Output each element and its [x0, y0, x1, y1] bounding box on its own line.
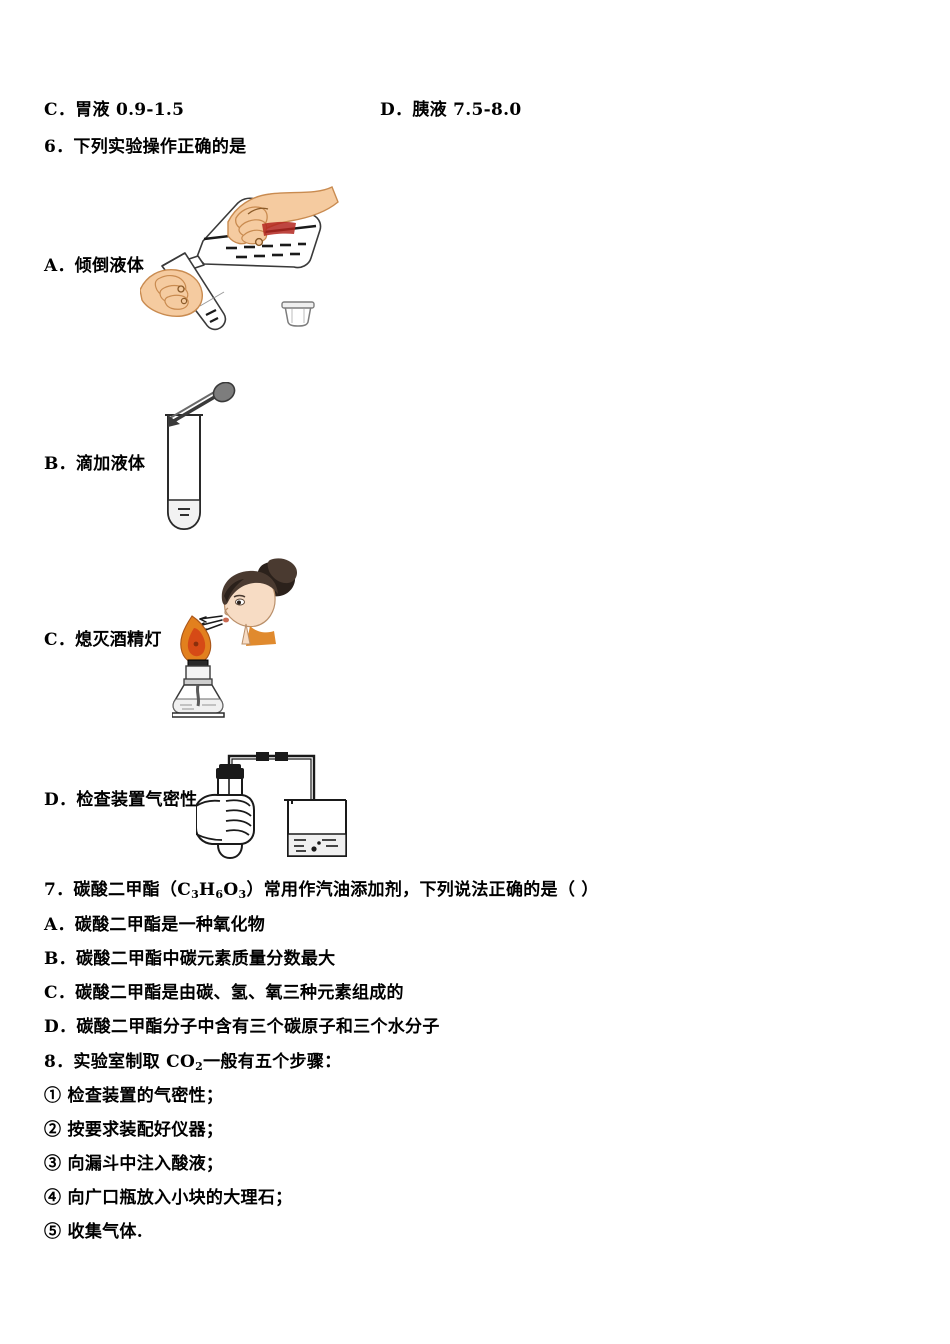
- question6-stem: 6．下列实验操作正确的是: [44, 137, 247, 157]
- alcohol-lamp-figure: [172, 558, 298, 718]
- question8-stem: 8．实验室制取 CO2一般有五个步骤：: [44, 1052, 341, 1073]
- test-tube: [165, 414, 203, 531]
- airtightness-figure: [196, 752, 347, 860]
- q7-option-a-text: 碳酸二甲酯是一种氧化物: [74, 915, 266, 935]
- question7-option-c: C．碳酸二甲酯是由碳、氢、氧三种元素组成的: [44, 983, 404, 1003]
- pouring-liquid-figure: [140, 186, 339, 331]
- question5-option-d: D．胰液 7.5-8.0: [380, 100, 521, 120]
- beaker: [284, 799, 347, 857]
- option-a-text: 倾倒液体: [74, 256, 144, 276]
- question8-step-4: ④ 向广口瓶放入小块的大理石；: [44, 1188, 293, 1208]
- q7-sub-1: 3: [191, 888, 200, 901]
- q7-option-d-text: 碳酸二甲酯分子中含有三个碳原子和三个水分子: [76, 1017, 440, 1037]
- q7-mid-1: H: [199, 880, 216, 900]
- question8-step-1: ① 检查装置的气密性；: [44, 1086, 224, 1106]
- q7-option-d-label: D．: [44, 1017, 77, 1037]
- q7-option-b-label: B．: [44, 949, 76, 969]
- lower-hand: [140, 269, 203, 317]
- question8-step-2: ② 按要求装配好仪器；: [44, 1120, 224, 1140]
- option-b-text: 滴加液体: [75, 454, 146, 474]
- question6-option-d: D．检查装置气密性: [44, 790, 197, 810]
- option-d-text: 检查装置气密性: [76, 790, 198, 810]
- question7-option-d: D．碳酸二甲酯分子中含有三个碳原子和三个水分子: [44, 1017, 440, 1037]
- question8-step-5: ⑤ 收集气体.: [44, 1222, 143, 1242]
- question7-option-a: A．碳酸二甲酯是一种氧化物: [44, 915, 265, 935]
- bottle-stopper: [281, 301, 315, 327]
- girl-blowing: [197, 558, 298, 646]
- question5-option-c: C．胃液 0.9-1.5: [44, 100, 184, 120]
- question7-option-b: B．碳酸二甲酯中碳元素质量分数最大: [44, 949, 335, 969]
- q7-stem-suffix: ）常用作汽油添加剂，下列说法正确的是（ ）: [246, 880, 599, 900]
- question6-option-a: A．倾倒液体: [44, 256, 144, 276]
- upper-hand: [227, 186, 339, 247]
- option-a-label: A．: [44, 256, 75, 276]
- question6-option-b: B．滴加液体: [44, 454, 145, 474]
- q8-stem-suffix: 一般有五个步骤：: [203, 1052, 342, 1072]
- q7-option-c-label: C．: [44, 983, 76, 1003]
- q7-option-a-label: A．: [44, 915, 75, 935]
- option-c-label: C．: [44, 100, 76, 120]
- q7-option-c-text: 碳酸二甲酯是由碳、氢、氧三种元素组成的: [75, 983, 404, 1003]
- q7-sub-3: 3: [238, 888, 247, 901]
- alcohol-lamp: [172, 659, 225, 718]
- q7-sub-2: 6: [215, 888, 224, 901]
- question7-stem: 7．碳酸二甲酯（C3H6O3）常用作汽油添加剂，下列说法正确的是（ ）: [44, 880, 599, 901]
- option-c-label: C．: [44, 630, 76, 650]
- option-c-text: 胃液 0.9-1.5: [75, 100, 185, 120]
- option-c-text: 熄灭酒精灯: [75, 630, 162, 650]
- question8-step-3: ③ 向漏斗中注入酸液；: [44, 1154, 224, 1174]
- q7-mid-2: O: [223, 880, 239, 900]
- q8-sub: 2: [195, 1060, 204, 1073]
- dropper: [168, 382, 236, 427]
- flame: [180, 615, 212, 664]
- dropper-figure: [165, 382, 236, 531]
- option-b-label: B．: [44, 454, 76, 474]
- option-d-label: D．: [44, 790, 77, 810]
- gripping-hand: [196, 793, 255, 845]
- question6-option-c: C．熄灭酒精灯: [44, 630, 162, 650]
- q7-stem-prefix: 7．碳酸二甲酯（C: [44, 880, 192, 900]
- q8-stem-prefix: 8．实验室制取 CO: [44, 1052, 196, 1072]
- option-d-text: 胰液 7.5-8.0: [412, 100, 522, 120]
- q7-option-b-text: 碳酸二甲酯中碳元素质量分数最大: [75, 949, 336, 969]
- option-d-label: D．: [380, 100, 413, 120]
